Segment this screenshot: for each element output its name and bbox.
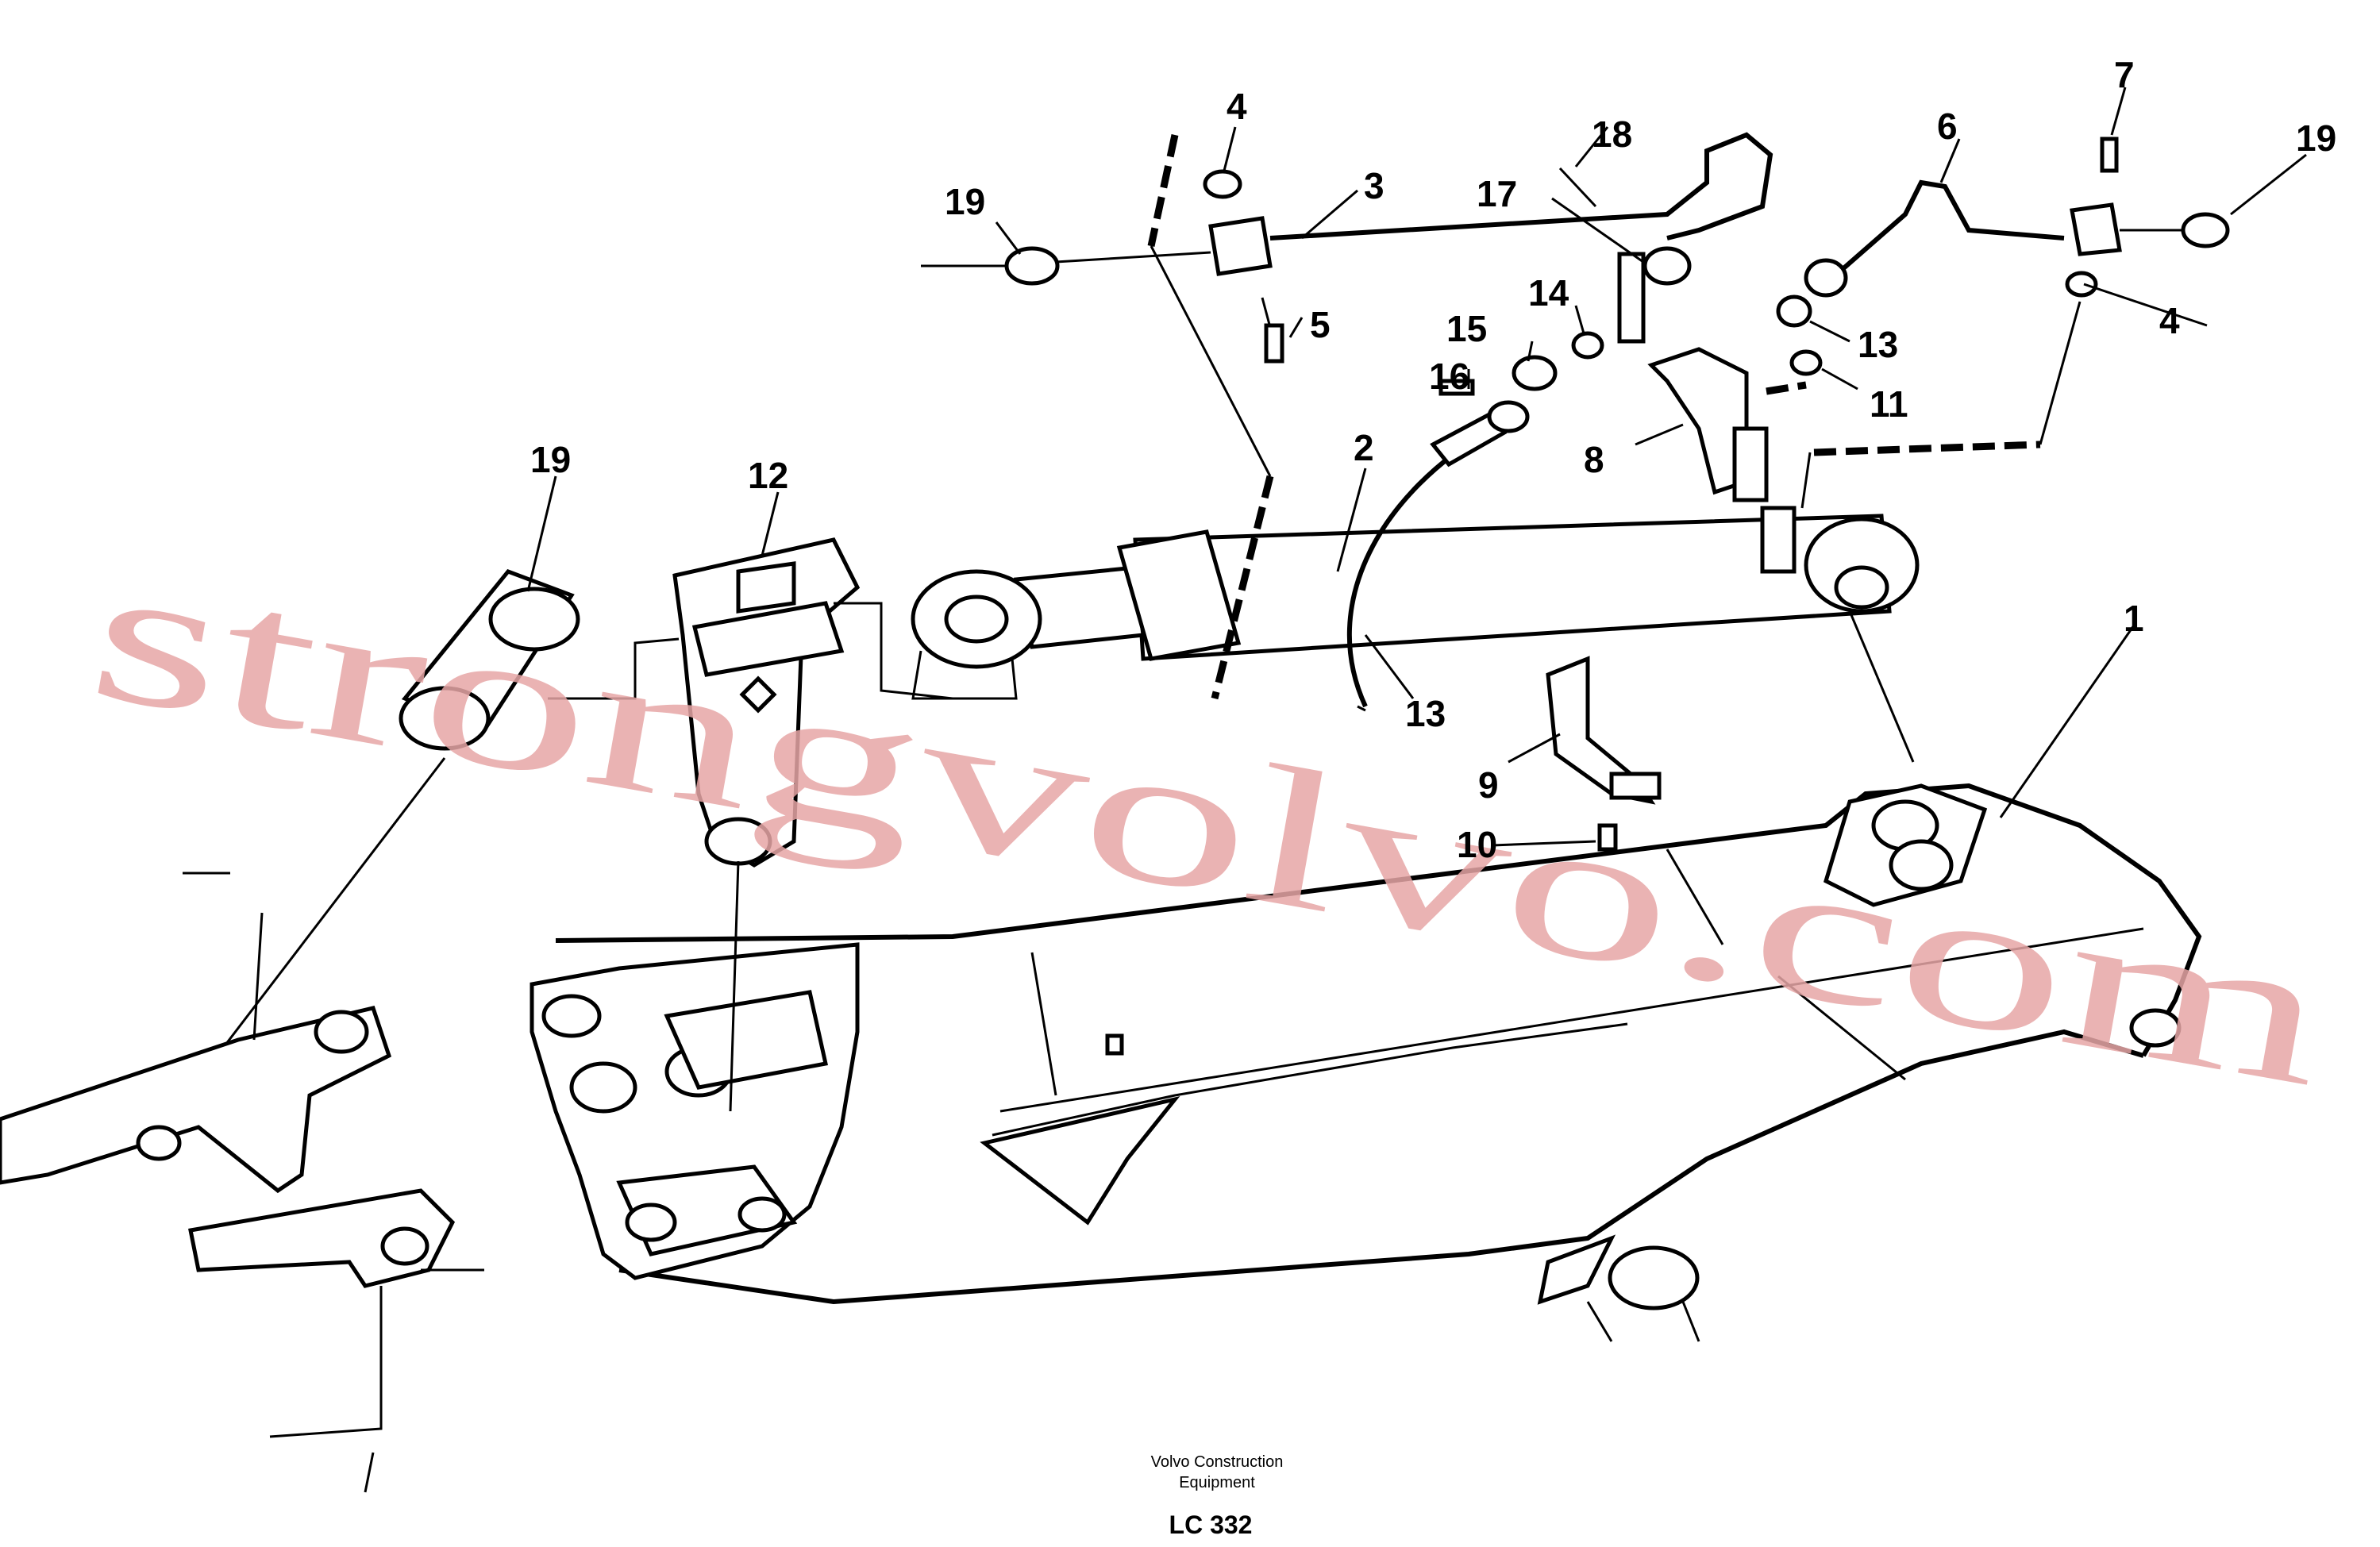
label-part-17: 17: [1477, 173, 1517, 214]
caption-equipment: Equipment: [1179, 1474, 1255, 1491]
label-part-6: 6: [1937, 106, 1958, 147]
diagram-code: LC 332: [1169, 1510, 1253, 1539]
boom-arm: [555, 783, 2202, 1342]
label-part-8: 8: [1584, 439, 1604, 480]
label-part-13-hose: 13: [1405, 693, 1446, 734]
label-part-10: 10: [1457, 824, 1497, 865]
leader-lines: [526, 87, 2307, 847]
pipe-3: [1004, 132, 1773, 364]
clamp-9: [1546, 656, 1662, 852]
hose-13: [1346, 252, 1646, 712]
label-part-19-left: 19: [945, 181, 985, 222]
label-part-19-right: 19: [2296, 117, 2336, 159]
attachment-left: [0, 872, 484, 1493]
label-part-15: 15: [1446, 308, 1487, 349]
label-part-3: 3: [1364, 165, 1384, 206]
label-part-4-right: 4: [2159, 300, 2180, 341]
label-part-13-right: 13: [1858, 324, 1898, 365]
clamp-8: [1647, 347, 1823, 502]
label-part-11: 11: [1870, 383, 1908, 425]
label-part-18: 18: [1592, 114, 1632, 155]
boom-head: [530, 942, 1124, 1280]
hydraulic-cylinder: [911, 506, 1920, 763]
label-part-2: 2: [1354, 427, 1374, 468]
label-part-9: 9: [1478, 764, 1499, 806]
pipe-6: [1776, 137, 2230, 328]
label-part-4-top: 4: [1227, 86, 1247, 127]
label-part-16: 16: [1429, 356, 1469, 397]
cutting-lines: [921, 134, 2082, 700]
label-part-19-rod: 19: [530, 439, 571, 480]
link-plate: [548, 537, 953, 1112]
caption-block: Volvo Construction Equipment LC 332: [1151, 1453, 1284, 1539]
part-labels: 1 2 3 4 4 5 6 7 8 9 10 11 12 13 13 14 15…: [530, 54, 2336, 865]
label-part-12: 12: [748, 455, 788, 496]
caption-company: Volvo Construction: [1151, 1453, 1284, 1471]
label-part-5: 5: [1310, 304, 1331, 345]
label-part-7: 7: [2114, 54, 2135, 95]
label-part-1: 1: [2124, 598, 2144, 639]
label-part-14: 14: [1528, 272, 1569, 314]
